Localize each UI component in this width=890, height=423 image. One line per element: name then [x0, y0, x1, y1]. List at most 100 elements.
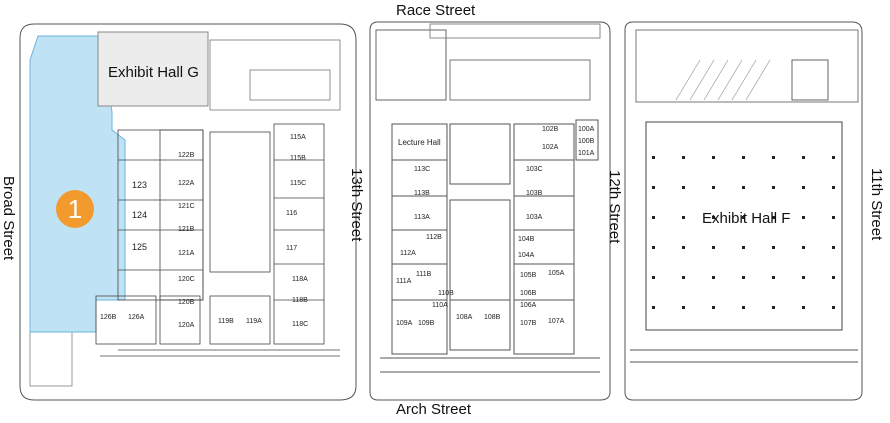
room-label: 119B — [218, 318, 234, 325]
column-dot — [802, 156, 805, 159]
column-dot — [712, 306, 715, 309]
column-dot — [652, 216, 655, 219]
broad-street-label: Broad Street — [0, 176, 17, 261]
room-label: 120B — [178, 299, 195, 306]
arch-street-label: Arch Street — [396, 401, 472, 418]
room-label: 108B — [484, 314, 501, 321]
column-dot — [832, 306, 835, 309]
room-label: 104B — [518, 236, 535, 243]
11th-street-label: 11th Street — [868, 168, 885, 241]
room-label: 122A — [178, 180, 195, 187]
room-label: 113B — [414, 190, 430, 197]
column-dot — [712, 246, 715, 249]
13th-street-label: 13th Street — [348, 168, 365, 242]
room-label: 107B — [520, 320, 537, 327]
room-label: 120C — [178, 276, 195, 283]
column-dot — [682, 246, 685, 249]
column-dot — [772, 186, 775, 189]
room-label: 106A — [520, 302, 537, 309]
room-label: 120A — [178, 322, 195, 329]
room-label: 103A — [526, 214, 543, 221]
column-dot — [772, 216, 775, 219]
column-dot — [652, 186, 655, 189]
room-label: 111B — [416, 271, 432, 278]
room-label: 126B — [100, 314, 117, 321]
right-building-outline — [624, 21, 863, 401]
room-label: 112A — [400, 250, 416, 257]
column-dot — [712, 276, 715, 279]
column-dot — [802, 186, 805, 189]
column-dot — [832, 156, 835, 159]
column-dot — [832, 246, 835, 249]
room-label: 121B — [178, 226, 195, 233]
column-dot — [712, 216, 715, 219]
room-label: 101A — [578, 150, 595, 157]
room-label: 108A — [456, 314, 473, 321]
room-label: 115B — [290, 155, 306, 162]
room-label: 103B — [526, 190, 543, 197]
room-label: 118B — [292, 297, 308, 304]
column-dot — [652, 276, 655, 279]
room-label: 121C — [178, 203, 195, 210]
hall-g-area — [97, 31, 209, 107]
room-label: 119A — [246, 318, 262, 325]
room-label: 117 — [286, 245, 298, 252]
column-dot — [832, 276, 835, 279]
column-dot — [652, 246, 655, 249]
column-dot — [832, 216, 835, 219]
room-label: 100A — [578, 126, 595, 133]
room-label: 123 — [132, 180, 148, 190]
room-label: 110A — [432, 302, 448, 309]
column-dot — [772, 156, 775, 159]
column-dot — [802, 276, 805, 279]
room-label: 102A — [542, 144, 559, 151]
column-dot — [802, 306, 805, 309]
column-dot — [682, 156, 685, 159]
room-label: 115A — [290, 134, 306, 141]
room-label: 102B — [542, 126, 559, 133]
room-label: 109A — [396, 320, 413, 327]
room-label: 113C — [414, 166, 431, 173]
column-dot — [772, 306, 775, 309]
room-label: 109B — [418, 320, 435, 327]
column-dot — [682, 216, 685, 219]
lecture-hall-label: Lecture Hall — [398, 138, 441, 147]
room-label: 125 — [132, 242, 148, 252]
12th-street-label: 12th Street — [606, 170, 623, 244]
column-dot — [712, 186, 715, 189]
room-label: 113A — [414, 214, 430, 221]
room-label: 118C — [292, 321, 309, 328]
room-label: 118A — [292, 276, 308, 283]
room-label: 110B — [438, 290, 454, 297]
column-dot — [772, 246, 775, 249]
room-label: 124 — [132, 210, 148, 220]
column-dot — [682, 276, 685, 279]
column-dot — [742, 276, 745, 279]
room-label: 121A — [178, 250, 195, 257]
room-label: 115C — [290, 180, 307, 187]
room-label: 107A — [548, 318, 565, 325]
column-dot — [742, 216, 745, 219]
room-label: 112B — [426, 234, 442, 241]
column-dot — [682, 186, 685, 189]
room-label: 106B — [520, 290, 537, 297]
room-label: 105A — [548, 270, 565, 277]
column-dot — [742, 306, 745, 309]
left-room-grid — [95, 39, 341, 357]
room-label: 104A — [518, 252, 535, 259]
exhibit-hall-f-label: Exhibit Hall F — [702, 210, 791, 227]
column-dot — [802, 246, 805, 249]
room-label: 100B — [578, 138, 595, 145]
column-dot — [742, 186, 745, 189]
race-street-label: Race Street — [396, 2, 476, 19]
column-dot — [712, 156, 715, 159]
location-marker[interactable]: 1 — [56, 190, 94, 228]
hall-f-columns — [652, 156, 835, 309]
column-dot — [682, 306, 685, 309]
column-dot — [772, 276, 775, 279]
column-dot — [802, 216, 805, 219]
column-dot — [652, 156, 655, 159]
column-dot — [652, 306, 655, 309]
